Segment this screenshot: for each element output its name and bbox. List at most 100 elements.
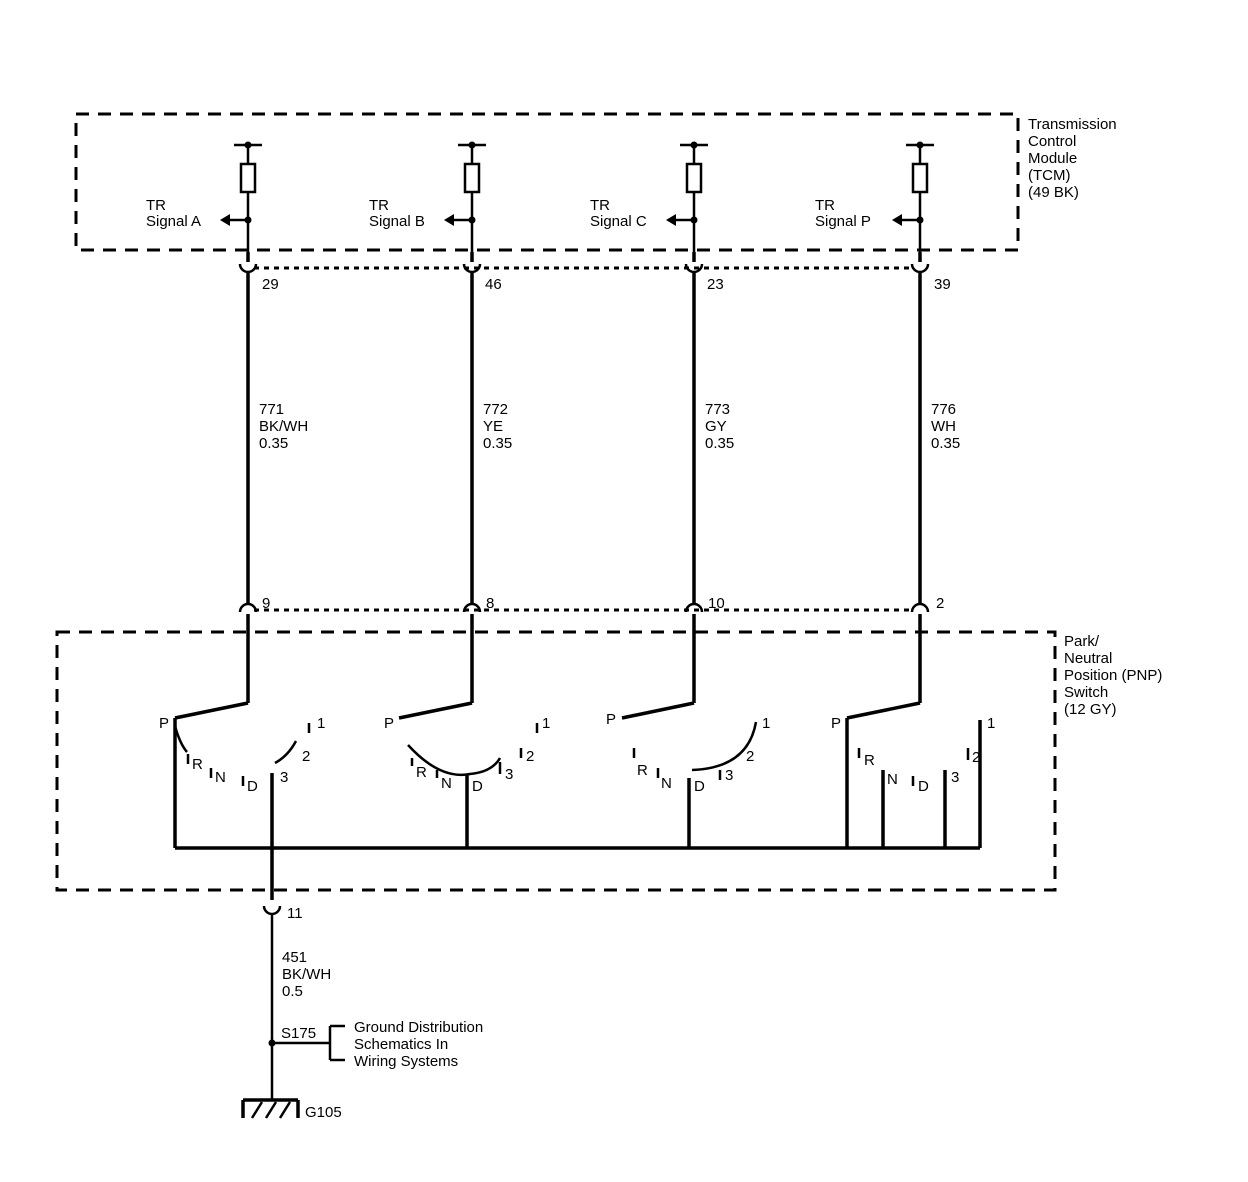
resistor-icon [685,162,703,194]
position-d-label: D [472,778,483,795]
ground-distribution-note-line: Schematics In [354,1036,448,1053]
position-p-label: P [831,715,841,732]
pnp-switch-label-line: Position (PNP) [1064,667,1162,684]
connector-female-icon [684,263,704,274]
connector-female-icon [262,905,282,916]
connector-female-icon [910,602,930,613]
signal-arrow-icon [666,214,676,226]
switch-blade-c [621,701,695,720]
position-n-label: N [215,769,226,786]
pnp-outline [55,630,1057,892]
gear-1-label: 1 [542,715,550,732]
wire-gauge: 0.35 [483,435,512,452]
position-d-label: D [694,778,705,795]
position-n-label: N [441,775,452,792]
wire-color-code: YE [483,418,503,435]
switch-a-contact-arc [274,740,298,765]
ground-pin-number: 11 [287,905,303,922]
connector-female-icon [462,602,482,613]
wire-color-code: GY [705,418,727,435]
position-p-label: P [606,711,616,728]
wire-gauge: 0.35 [705,435,734,452]
position-r-label: R [192,756,203,773]
signal-label-line1: TR [146,197,166,214]
ground-hatch-icon [250,1101,292,1119]
switch-blade-b [398,701,473,720]
pnp-switch-label-line: Park/ [1064,633,1100,650]
tcm-module-label-line: Control [1028,133,1076,150]
switch-a-contact-arc [173,725,188,753]
tcm-pin-number: 39 [934,276,951,293]
signal-arrow-icon [220,214,230,226]
gear-1-label: 1 [317,715,325,732]
wire-circuit-number: 776 [931,401,956,418]
connector-female-icon [238,602,258,613]
connector-female-icon [684,602,704,613]
pnp-switch-label-line: Neutral [1064,650,1112,667]
position-r-label: R [416,764,427,781]
position-r-label: R [637,762,648,779]
position-n-label: N [661,775,672,792]
gear-3-label: 3 [280,769,288,786]
gear-2-label: 2 [746,748,754,765]
signal-label-line1: TR [369,197,389,214]
connector-female-icon [238,263,258,274]
tcm-module-label-line: Module [1028,150,1077,167]
connector-female-icon [910,263,930,274]
connector-female-icon [462,263,482,274]
wire-color-code: BK/WH [259,418,308,435]
switch-blade-p [846,701,921,720]
switch-blade-a [174,701,249,720]
signal-label-line2: Signal A [146,213,201,230]
position-r-label: R [864,752,875,769]
signal-label-line2: Signal P [815,213,871,230]
position-p-label: P [384,715,394,732]
pnp-pin-number: 2 [936,595,944,612]
position-p-label: P [159,715,169,732]
position-d-label: D [247,778,258,795]
gear-3-label: 3 [725,767,733,784]
signal-label-line2: Signal B [369,213,425,230]
position-d-label: D [918,778,929,795]
ground-distribution-note-line: Wiring Systems [354,1053,458,1070]
tcm-module-label-line: (TCM) [1028,167,1070,184]
position-n-label: N [887,771,898,788]
wire-gauge: 0.35 [931,435,960,452]
pnp-switch-label-line: Switch [1064,684,1108,701]
signal-label-line2: Signal C [590,213,647,230]
gear-2-label: 2 [526,748,534,765]
pnp-pin-number: 9 [262,595,270,612]
wire-color-code: BK/WH [282,966,331,983]
splice-bracket [330,1024,345,1062]
schematic-lines [55,112,1057,1119]
signal-arrow-icon [444,214,454,226]
gear-3-label: 3 [951,769,959,786]
wire-gauge: 0.35 [259,435,288,452]
pnp-pin-number: 10 [708,595,725,612]
gear-2-label: 2 [972,749,980,766]
wire-gauge: 0.5 [282,983,303,1000]
tcm-pin-number: 29 [262,276,279,293]
tcm-pin-number: 23 [707,276,724,293]
splice-label: S175 [281,1025,316,1042]
wire-circuit-number: 771 [259,401,284,418]
wire-circuit-number: 451 [282,949,307,966]
pnp-pin-number: 8 [486,595,494,612]
tcm-pin-number: 46 [485,276,502,293]
ground-distribution-note-line: Ground Distribution [354,1019,483,1036]
resistor-icon [239,162,257,194]
signal-label-line1: TR [815,197,835,214]
switch-c-contact-arc [691,721,758,772]
wire-color-code: WH [931,418,956,435]
gear-1-label: 1 [987,715,995,732]
gear-2-label: 2 [302,748,310,765]
tcm-module-label-line: (49 BK) [1028,184,1079,201]
resistor-icon [463,162,481,194]
switch-b-contact-arc [407,744,502,777]
wire-circuit-number: 773 [705,401,730,418]
tcm-module-label-line: Transmission [1028,116,1117,133]
signal-arrow-icon [892,214,902,226]
tcm-outline [74,112,1020,252]
